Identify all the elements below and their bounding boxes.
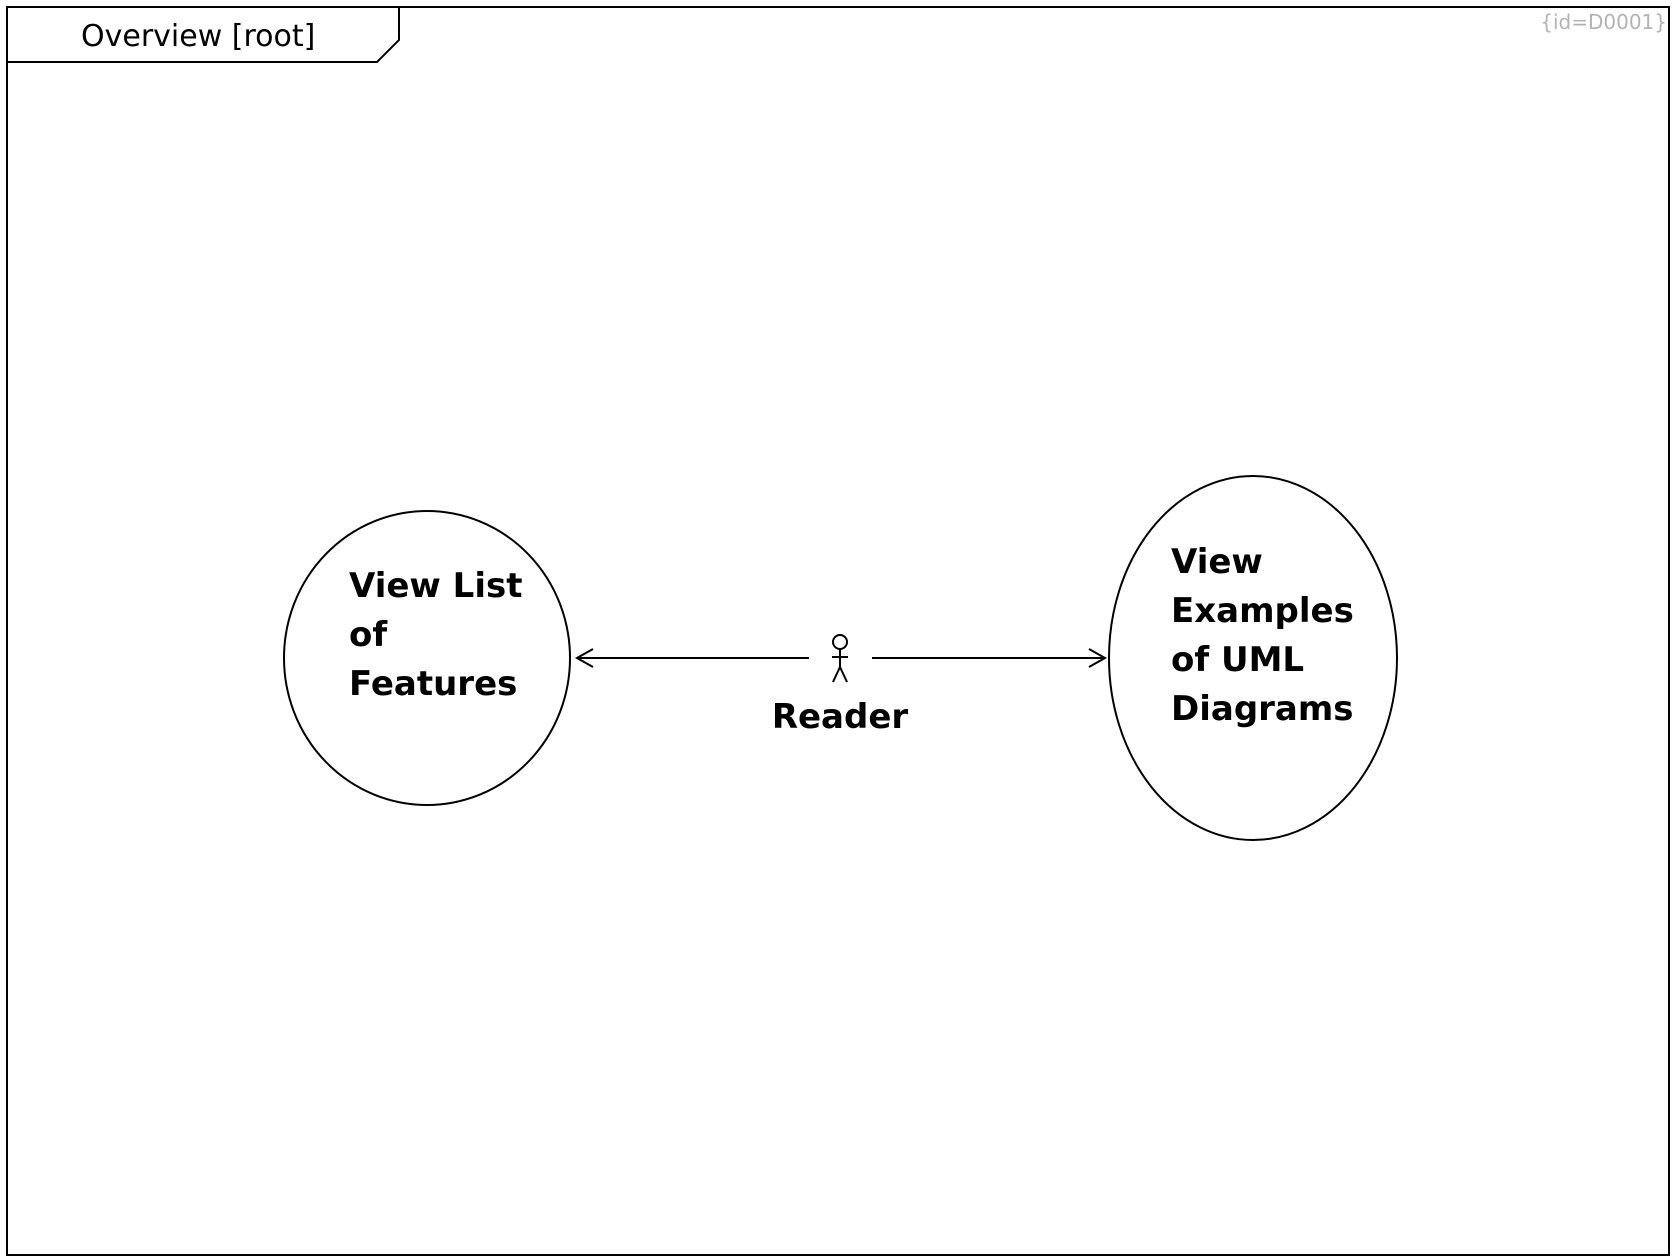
use-case-label-line: Diagrams [1171, 689, 1354, 729]
frame-title-tab [7, 7, 400, 63]
association-arrow-to-view-list[interactable] [574, 648, 809, 668]
use-case-label-line: of [349, 615, 388, 655]
use-case-view-list-of-features[interactable]: View List of Features [283, 510, 571, 806]
diagram-id: {id=D0001} [1540, 10, 1667, 34]
association-arrow-to-view-examples[interactable] [872, 648, 1108, 668]
use-case-label-line: Features [349, 664, 517, 704]
use-case-view-examples-of-uml-diagrams[interactable]: View Examples of UML Diagrams [1108, 475, 1398, 841]
use-case-label-line: of UML [1171, 640, 1304, 680]
use-case-ellipse [283, 510, 571, 806]
use-case-label: View Examples of UML Diagrams [1171, 542, 1366, 729]
use-case-ellipse [1108, 475, 1398, 841]
use-case-label-line: View [1171, 542, 1263, 582]
frame-title: Overview [root] [81, 19, 315, 54]
use-case-label-line: Examples [1171, 591, 1354, 631]
diagram-frame [6, 6, 1670, 1256]
actor-reader[interactable]: Reader [772, 634, 909, 737]
use-case-label: View List of Features [349, 566, 534, 704]
use-case-label-line: View List [349, 566, 523, 606]
actor-label: Reader [772, 697, 909, 737]
actor-stick-figure-icon [832, 634, 848, 683]
